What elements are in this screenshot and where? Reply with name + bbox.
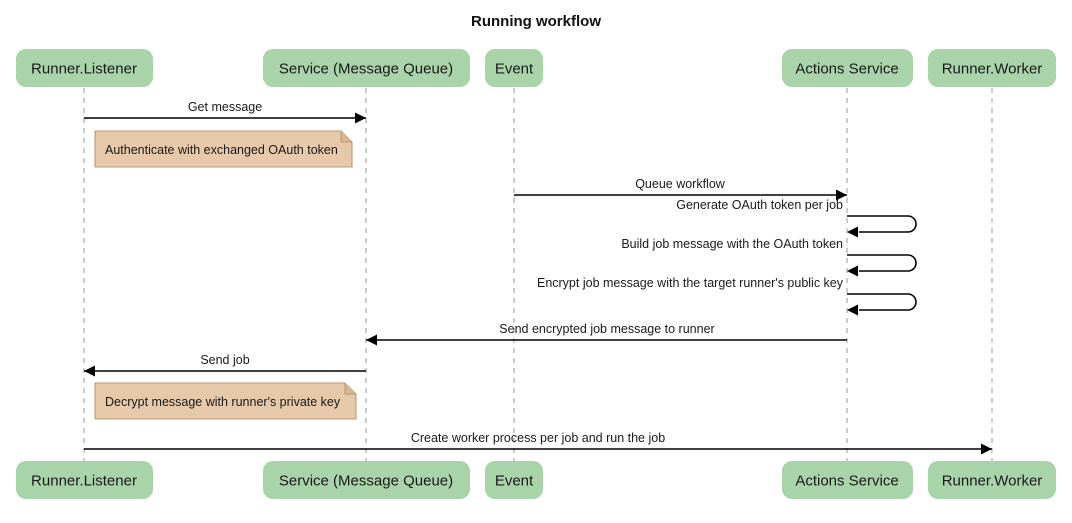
actor-box-runner-worker[interactable]	[928, 49, 1056, 87]
actor-label-service-message-queue: Service (Message Queue)	[279, 473, 453, 490]
message-send-job[interactable]: Send job	[84, 353, 366, 377]
actor-actions-service-bottom[interactable]: Actions Service	[782, 461, 913, 499]
note-fold-icon	[344, 383, 356, 395]
message-label-create-worker-process-per-job-and-run-the-job: Create worker process per job and run th…	[411, 431, 665, 445]
actor-box-actions-service[interactable]	[782, 49, 913, 87]
arrow-head-create-worker-process-per-job-and-run-the-job	[981, 443, 992, 455]
message-create-worker-process-per-job-and-run-the-job[interactable]: Create worker process per job and run th…	[84, 431, 992, 455]
actor-label-runner-worker: Runner.Worker	[942, 61, 1043, 78]
message-label-encrypt-job-message-with-the-target-runners-public-key: Encrypt job message with the target runn…	[537, 276, 844, 290]
actor-runner-worker-top[interactable]: Runner.Worker	[928, 49, 1056, 87]
note-authenticate-with-exchanged-oauth-token[interactable]: Authenticate with exchanged OAuth token	[94, 130, 353, 168]
arrow-head-get-message	[355, 112, 366, 124]
actor-label-runner-listener: Runner.Listener	[31, 61, 137, 78]
message-label-send-job: Send job	[200, 353, 249, 367]
actor-event-bottom[interactable]: Event	[485, 461, 543, 499]
actor-box-runner-listener[interactable]	[16, 49, 153, 87]
message-label-send-encrypted-job-message-to-runner: Send encrypted job message to runner	[499, 322, 714, 336]
actor-runner-listener-bottom[interactable]: Runner.Listener	[16, 461, 153, 499]
message-queue-workflow[interactable]: Queue workflow	[514, 177, 847, 201]
message-path-build-job-message-with-the-oauth-token	[847, 254, 917, 272]
actor-box-service-message-queue[interactable]	[263, 49, 470, 87]
note-fold-icon	[340, 131, 352, 143]
actor-box-runner-worker[interactable]	[928, 461, 1056, 499]
actor-boxes-bottom: Runner.Listener Service (Message Queue) Ev…	[16, 461, 1056, 499]
message-label-build-job-message-with-the-oauth-token: Build job message with the OAuth token	[621, 237, 843, 251]
message-generate-oauth-token-per-job[interactable]: Generate OAuth token per job	[676, 198, 917, 238]
actor-box-service-message-queue[interactable]	[263, 461, 470, 499]
actor-actions-service-top[interactable]: Actions Service	[782, 49, 913, 87]
actor-runner-listener-top[interactable]: Runner.Listener	[16, 49, 153, 87]
actor-label-actions-service: Actions Service	[795, 473, 898, 490]
actor-service-message-queue-bottom[interactable]: Service (Message Queue)	[263, 461, 470, 499]
arrow-head-encrypt-job-message-with-the-target-runners-public-key	[847, 304, 858, 316]
arrow-head-generate-oauth-token-per-job	[847, 226, 858, 238]
message-label-get-message: Get message	[188, 100, 262, 114]
note-label-authenticate-with-exchanged-oauth-token: Authenticate with exchanged OAuth token	[105, 143, 338, 157]
actor-box-actions-service[interactable]	[782, 461, 913, 499]
actor-label-event: Event	[495, 473, 534, 490]
message-build-job-message-with-the-oauth-token[interactable]: Build job message with the OAuth token	[621, 237, 917, 277]
actor-label-service-message-queue: Service (Message Queue)	[279, 61, 453, 78]
actor-box-runner-listener[interactable]	[16, 461, 153, 499]
note-body-authenticate-with-exchanged-oauth-token	[94, 130, 353, 168]
actor-event-top[interactable]: Event	[485, 49, 543, 87]
actor-box-event[interactable]	[485, 461, 543, 499]
note-decrypt-message-with-runners-private-key[interactable]: Decrypt message with runner's private ke…	[94, 382, 357, 420]
message-send-encrypted-job-message-to-runner[interactable]: Send encrypted job message to runner	[366, 322, 847, 346]
actor-label-actions-service: Actions Service	[795, 61, 898, 78]
actor-label-runner-listener: Runner.Listener	[31, 473, 137, 490]
actor-label-event: Event	[495, 61, 534, 78]
arrow-head-send-encrypted-job-message-to-runner	[366, 334, 377, 346]
message-label-generate-oauth-token-per-job: Generate OAuth token per job	[676, 198, 843, 212]
page-title: Running workflow	[471, 13, 601, 30]
note-label-decrypt-message-with-runners-private-key: Decrypt message with runner's private ke…	[105, 395, 341, 409]
message-path-generate-oauth-token-per-job	[847, 215, 917, 233]
actor-label-runner-worker: Runner.Worker	[942, 473, 1043, 490]
arrow-head-build-job-message-with-the-oauth-token	[847, 265, 858, 277]
arrow-head-queue-workflow	[836, 189, 847, 201]
message-path-encrypt-job-message-with-the-target-runners-public-key	[847, 293, 917, 311]
lifelines-group	[83, 88, 993, 461]
actor-box-event[interactable]	[485, 49, 543, 87]
actor-boxes-top: Runner.Listener Service (Message Queue) Ev…	[16, 49, 1056, 87]
actor-service-message-queue-top[interactable]: Service (Message Queue)	[263, 49, 470, 87]
arrow-head-send-job	[84, 365, 95, 377]
message-label-queue-workflow: Queue workflow	[635, 177, 726, 191]
notes-group: Authenticate with exchanged OAuth tokenD…	[94, 130, 357, 420]
message-encrypt-job-message-with-the-target-runners-public-key[interactable]: Encrypt job message with the target runn…	[537, 276, 917, 316]
message-get-message[interactable]: Get message	[84, 100, 366, 124]
note-body-decrypt-message-with-runners-private-key	[94, 382, 357, 420]
actor-runner-worker-bottom[interactable]: Runner.Worker	[928, 461, 1056, 499]
